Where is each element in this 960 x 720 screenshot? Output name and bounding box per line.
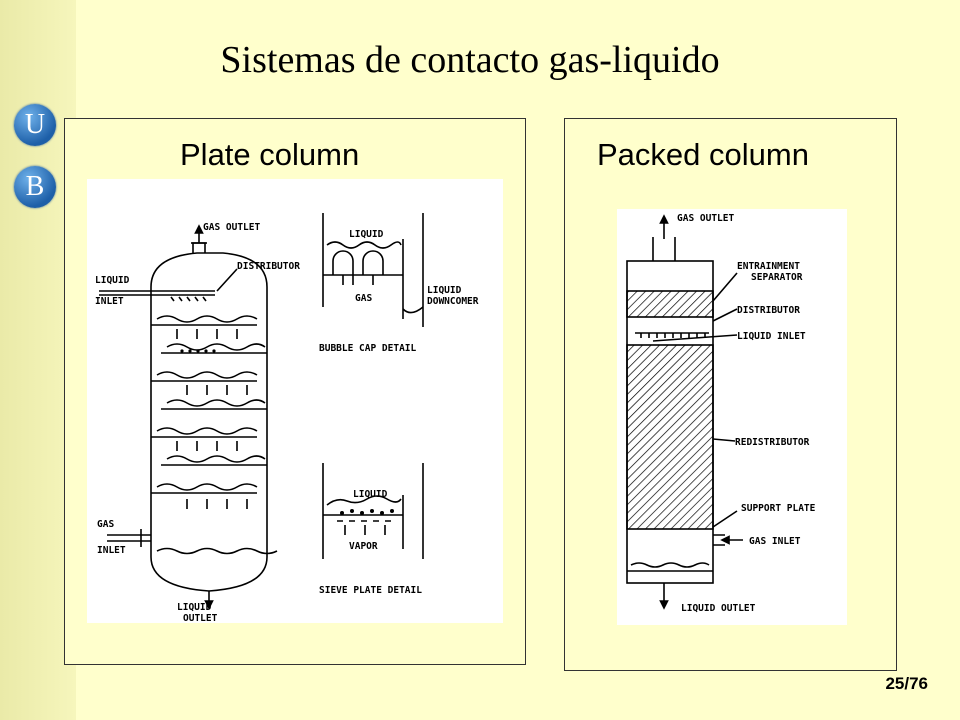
logo-letter-u: U <box>14 104 56 146</box>
packed-column-heading: Packed column <box>597 137 809 172</box>
logo-letter-b: B <box>14 166 56 208</box>
packed-column-drawing: GAS OUTLET ENTRAINMENT SEPARATOR DISTRIB… <box>617 209 847 625</box>
plate-label-liquid-outlet-2: OUTLET <box>183 613 218 623</box>
bubble-cap-label-liquid: LIQUID <box>349 229 384 240</box>
plate-column-drawing: GAS OUTLET DISTRIBUTOR LIQUID INLET GAS … <box>87 179 503 623</box>
packed-label-entrainment-2: SEPARATOR <box>751 272 803 283</box>
packed-label-entrainment-1: ENTRAINMENT <box>737 261 800 272</box>
packed-column-panel: Packed column <box>564 118 897 671</box>
sieve-plate-label-liquid: LIQUID <box>353 489 388 500</box>
slide-title: Sistemas de contacto gas-liquido <box>220 39 720 81</box>
plate-label-gas-inlet-2: INLET <box>97 545 126 556</box>
packed-label-gas-outlet: GAS OUTLET <box>677 213 734 224</box>
bubble-cap-label-downcomer-2: DOWNCOMER <box>427 296 479 307</box>
packed-label-redistributor: REDISTRIBUTOR <box>735 437 810 448</box>
plate-column-heading: Plate column <box>180 137 360 172</box>
plate-label-liquid-outlet-1: LIQUID <box>177 602 212 613</box>
plate-label-gas-outlet: GAS OUTLET <box>203 222 260 233</box>
plate-label-gas-inlet-1: GAS <box>97 519 114 530</box>
sieve-plate-detail-caption: SIEVE PLATE DETAIL <box>319 585 422 596</box>
packed-label-liquid-inlet: LIQUID INLET <box>737 331 806 342</box>
bubble-cap-label-downcomer-1: LIQUID <box>427 285 462 296</box>
bubble-cap-label-gas: GAS <box>355 293 372 304</box>
plate-label-liquid-inlet-2: INLET <box>95 296 124 307</box>
sieve-plate-label-vapor: VAPOR <box>349 541 378 552</box>
plate-label-liquid-inlet-1: LIQUID <box>95 275 130 286</box>
page-number: 25/76 <box>885 674 928 693</box>
plate-column-panel: Plate column <box>64 118 526 665</box>
bubble-cap-detail-caption: BUBBLE CAP DETAIL <box>319 343 417 354</box>
packed-label-liquid-outlet: LIQUID OUTLET <box>681 603 756 614</box>
packed-label-gas-inlet: GAS INLET <box>749 536 801 547</box>
packed-label-distributor: DISTRIBUTOR <box>737 305 800 316</box>
packed-label-support-plate: SUPPORT PLATE <box>741 503 816 514</box>
plate-label-distributor: DISTRIBUTOR <box>237 261 300 272</box>
